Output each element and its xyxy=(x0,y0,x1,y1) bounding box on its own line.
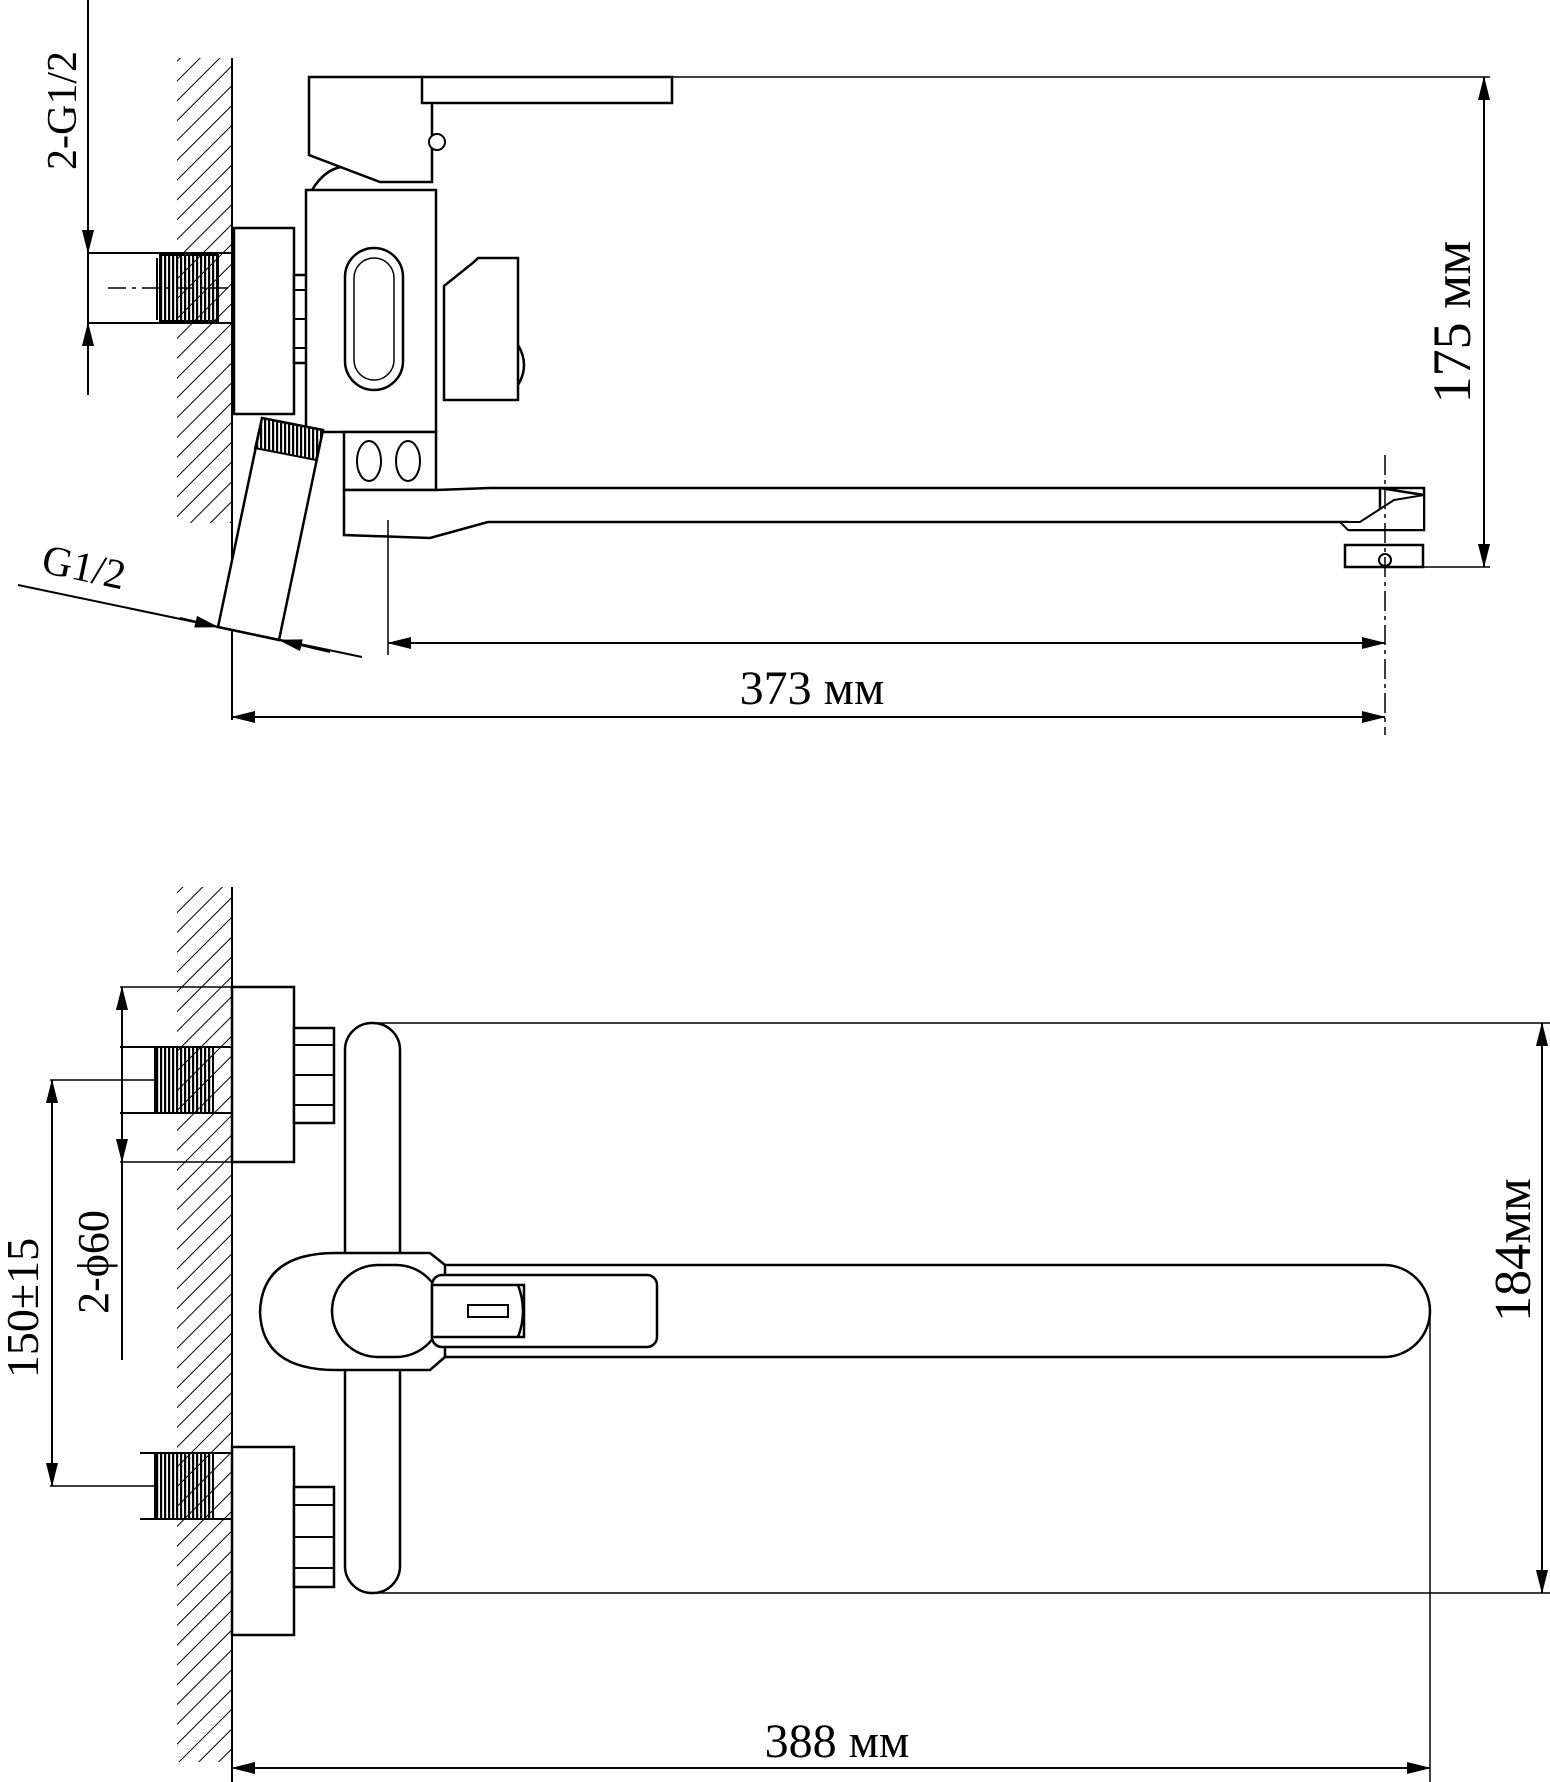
overall-length-label: 388 мм xyxy=(765,1715,910,1768)
flange-diameter-dimension: 2-ϕ60 xyxy=(69,986,232,1360)
diverter-knob-side xyxy=(442,256,526,402)
width-label: 184мм xyxy=(1485,1178,1542,1322)
upper-inlet-top xyxy=(120,985,336,1164)
lever-top xyxy=(258,1251,659,1372)
lower-inlet-top xyxy=(140,1445,336,1637)
spout-tip-side xyxy=(1337,493,1425,531)
flange-side xyxy=(232,226,296,416)
height-label: 175 мм xyxy=(1422,241,1482,404)
inlet-spacing-label: 150±15 xyxy=(0,1238,48,1378)
inlet-pipe-side xyxy=(88,252,370,324)
wall-hatching-top xyxy=(177,887,232,1762)
spout-reach-label: 373 мм xyxy=(740,662,885,715)
top-view: 2-ϕ60 150±15 184мм 388 мм xyxy=(0,887,1550,1782)
outlet-thread-dimension: G1/2 xyxy=(17,537,363,658)
inlet-spacing-dimension: 150±15 xyxy=(0,1079,155,1487)
spout-swivel-side xyxy=(342,430,438,492)
side-view: 2-G1/2 G1/2 175 мм 373 мм xyxy=(17,0,1490,735)
shower-outlet-side xyxy=(216,416,325,642)
spout-reach-dimension: 373 мм xyxy=(231,455,1386,735)
overall-length-dimension: 388 мм xyxy=(231,1312,1431,1782)
lever-handle-side xyxy=(307,75,674,184)
width-dimension: 184мм xyxy=(372,1022,1550,1594)
mixer-body-side xyxy=(304,165,438,434)
inlet-thread-label: 2-G1/2 xyxy=(40,51,86,170)
height-dimension: 175 мм xyxy=(672,76,1490,568)
spout-side xyxy=(342,486,1426,540)
outlet-thread-label: G1/2 xyxy=(38,537,130,599)
inlet-thread-dimension: 2-G1/2 xyxy=(40,0,94,395)
flange-diameter-label: 2-ϕ60 xyxy=(69,1210,118,1314)
